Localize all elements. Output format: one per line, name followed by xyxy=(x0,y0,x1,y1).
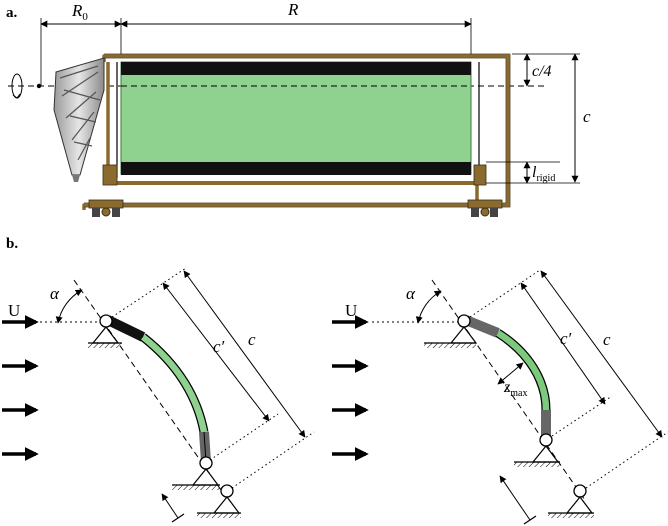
dimension-c: c xyxy=(571,53,591,183)
cprime-label-right: c′ xyxy=(560,329,572,348)
support-trailing-right xyxy=(514,445,560,467)
rigid-leading-edge xyxy=(121,62,471,75)
r-label: R xyxy=(287,0,299,19)
support-leading-left xyxy=(88,326,122,348)
panel-b-label: b. xyxy=(6,236,18,252)
lower-frame-bar xyxy=(115,181,475,185)
displacement-arrow-left xyxy=(161,493,179,519)
axis-point xyxy=(36,83,42,89)
pivot-reference-right xyxy=(573,484,587,498)
flow-label-right: U xyxy=(345,301,357,320)
support-leading-right xyxy=(424,326,478,348)
projection-lines-left xyxy=(111,267,315,489)
c4-label: c/4 xyxy=(532,63,552,80)
flow-arrows-right xyxy=(332,315,369,461)
membrane-outline-left xyxy=(140,333,209,433)
root-mount xyxy=(88,199,124,217)
membrane-left xyxy=(140,334,208,433)
panel-a: a. R0 R xyxy=(6,0,591,217)
panel-b: b. U α xyxy=(2,236,668,525)
panel-a-label: a. xyxy=(6,5,18,21)
dimension-lrigid: lrigid xyxy=(486,161,580,184)
r0-label: R0 xyxy=(71,1,88,23)
right-configuration: U α xyxy=(332,269,668,525)
tip-clamp xyxy=(473,164,487,186)
dimension-c4: c/4 xyxy=(512,53,580,87)
tip-mount xyxy=(467,199,503,217)
zmax-arrow xyxy=(497,362,524,385)
membrane xyxy=(120,61,472,175)
pivot-leading-right xyxy=(457,314,471,328)
hub-truss xyxy=(53,57,105,182)
alpha-arc-right xyxy=(415,290,442,324)
alpha-arc-left xyxy=(55,289,83,324)
projection-lines-right xyxy=(469,269,668,489)
rigid-segment-top-right xyxy=(464,315,500,338)
zmax-label: zmax xyxy=(503,379,527,399)
rigid-segment-top-left xyxy=(105,315,146,342)
flow-label-left: U xyxy=(8,301,20,320)
support-trailing-left xyxy=(172,468,220,490)
cprime-label-left: c′ xyxy=(213,337,225,356)
pivot-trailing-left xyxy=(199,456,213,470)
alpha-label-right: α xyxy=(406,284,416,303)
pivot-leading-left xyxy=(99,314,113,328)
frame-inner xyxy=(84,53,511,208)
dimension-c-left xyxy=(183,270,306,438)
displacement-arrow-right xyxy=(499,475,531,521)
rigid-trailing-edge xyxy=(121,162,471,175)
dimension-r: R xyxy=(120,0,472,55)
dimension-c-right xyxy=(540,270,663,438)
rotation-arrow-icon xyxy=(11,73,23,99)
c-label-left: c xyxy=(248,330,256,349)
pivot-trailing-right xyxy=(539,433,553,447)
lrigid-label: lrigid xyxy=(532,164,555,184)
root-clamp xyxy=(102,164,118,186)
c-label: c xyxy=(583,107,591,126)
alpha-label-left: α xyxy=(50,284,60,303)
left-configuration: U α xyxy=(2,267,315,523)
support-reference-left xyxy=(197,496,241,518)
support-reference-right xyxy=(548,496,594,518)
c-label-right: c xyxy=(603,330,611,349)
flow-arrows-left xyxy=(2,315,39,461)
pivot-reference-left xyxy=(220,484,234,498)
